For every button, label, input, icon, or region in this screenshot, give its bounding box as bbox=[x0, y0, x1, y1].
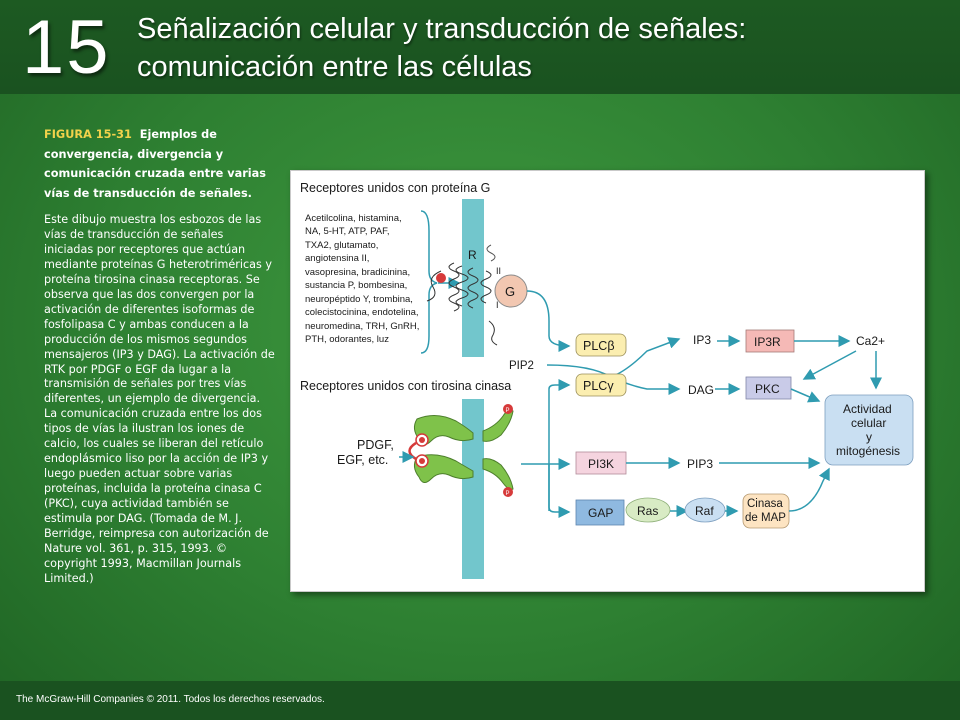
ligand-line: NA, 5-HT, ATP, PAF, bbox=[305, 226, 389, 237]
ip3r-label: IP3R bbox=[754, 335, 781, 349]
arrow-rtk-to-plcg bbox=[548, 379, 571, 511]
page-title: Señalización celular y transducción de s… bbox=[137, 10, 937, 86]
section-title-rtk: Receptores unidos con tirosina cinasa bbox=[300, 379, 511, 393]
caption-body: Este dibujo muestra los esbozos de las v… bbox=[44, 213, 275, 585]
ligand-line: Acetilcolina, histamina, bbox=[305, 213, 402, 224]
ligand-line: colecistocinina, endotelina, bbox=[305, 307, 419, 318]
phospho-site: P bbox=[503, 487, 513, 497]
ligand-line: sustancia P, bombesina, bbox=[305, 280, 407, 291]
membrane-upper bbox=[462, 199, 484, 357]
chapter-number: 15 bbox=[22, 5, 111, 90]
signal-pathway-figure: Receptores unidos con proteína G Recepto… bbox=[290, 170, 925, 592]
title-line-1: Señalización celular y transducción de s… bbox=[137, 13, 747, 45]
ligand-line: PTH, odorantes, luz bbox=[305, 334, 389, 345]
rtk-receptor bbox=[408, 409, 514, 490]
plc-gamma-label: PLCγ bbox=[583, 379, 614, 393]
pathway-diagram: Receptores unidos con proteína G Recepto… bbox=[300, 181, 914, 579]
activity-line: mitogénesis bbox=[836, 444, 900, 458]
ligand-brace bbox=[420, 210, 438, 354]
membrane-lower bbox=[462, 399, 484, 579]
dag-label: DAG bbox=[688, 383, 714, 397]
map-kinase-line: Cinasa bbox=[747, 498, 783, 510]
phospho-dot bbox=[503, 487, 513, 497]
figure-label: FIGURA 15-31 bbox=[44, 128, 132, 141]
ras-label: Ras bbox=[637, 504, 658, 518]
pkc-box bbox=[745, 376, 792, 400]
phospho-label: P bbox=[506, 408, 510, 414]
ligand-line: TXA2, glutamato, bbox=[305, 240, 378, 251]
receptor-mark: I bbox=[496, 300, 499, 310]
plc-beta-label: PLCβ bbox=[583, 339, 615, 353]
phospho-label: P bbox=[506, 491, 510, 497]
copyright-text: The McGraw-Hill Companies © 2011. Todos … bbox=[16, 694, 325, 705]
receptor-mark: II bbox=[496, 266, 501, 276]
ligand-list: Acetilcolina, histamina, NA, 5-HT, ATP, … bbox=[305, 213, 419, 345]
ligand-line: neuromedina, TRH, GnRH, bbox=[305, 321, 419, 332]
arrow-ca-to-pkc bbox=[802, 350, 857, 380]
figure-caption: FIGURA 15-31 Ejemplos de convergencia, d… bbox=[44, 125, 276, 587]
title-line-2: comunicación entre las células bbox=[137, 51, 532, 83]
gpcr-receptor: R II I bbox=[426, 244, 501, 346]
phospho-dot bbox=[503, 404, 513, 414]
header-bar: 15 Señalización celular y transducción d… bbox=[0, 0, 960, 94]
gap-box bbox=[575, 499, 625, 526]
arrow-rtk-to-gap bbox=[548, 464, 571, 518]
plc-beta-box bbox=[575, 333, 627, 357]
gap-label: GAP bbox=[588, 506, 613, 520]
ras-oval bbox=[625, 497, 671, 523]
arrow-pkc-to-activity bbox=[790, 388, 821, 403]
ligand-line: vasopresina, bradicinina, bbox=[305, 267, 410, 278]
pi3k-label: PI3K bbox=[588, 457, 614, 471]
ligand-line: neuropéptido Y, trombina, bbox=[305, 294, 413, 305]
phospho-site: P bbox=[503, 404, 513, 414]
caption-heading: FIGURA 15-31 Ejemplos de convergencia, d… bbox=[44, 125, 276, 203]
arrow-g-to-plcb bbox=[526, 290, 571, 352]
activity-line: celular bbox=[851, 416, 886, 430]
activity-line: y bbox=[866, 430, 872, 444]
ligand-dot bbox=[436, 273, 446, 283]
receptor-label: R bbox=[468, 248, 477, 262]
activity-line: Actividad bbox=[843, 402, 892, 416]
footer-bar: The McGraw-Hill Companies © 2011. Todos … bbox=[0, 681, 960, 720]
raf-label: Raf bbox=[695, 504, 714, 518]
caption-heading-text: Ejemplos de convergencia, divergencia y … bbox=[44, 128, 267, 200]
plc-gamma-box bbox=[575, 373, 627, 397]
calcium-label: Ca2+ bbox=[856, 334, 885, 348]
pip2-label: PIP2 bbox=[509, 360, 534, 372]
pkc-label: PKC bbox=[755, 382, 780, 396]
arrow-map-to-activity bbox=[788, 467, 830, 512]
ip3-label: IP3 bbox=[693, 333, 711, 347]
map-kinase-line: de MAP bbox=[745, 512, 786, 524]
raf-oval bbox=[684, 497, 726, 523]
g-protein-label: G bbox=[505, 284, 515, 299]
pip3-label: PIP3 bbox=[687, 457, 713, 471]
ligand-line: angiotensina II, bbox=[305, 253, 369, 264]
activity-box bbox=[824, 394, 914, 466]
growth-factor-line: EGF, etc. bbox=[337, 453, 388, 467]
section-title-gpcr: Receptores unidos con proteína G bbox=[300, 181, 490, 195]
growth-factor-line: PDGF, bbox=[357, 438, 394, 452]
